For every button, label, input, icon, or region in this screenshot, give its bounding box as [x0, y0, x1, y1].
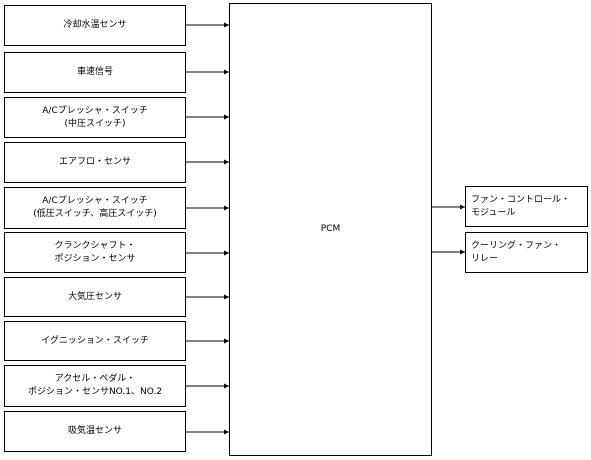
input-box-ac-pressure-switch-mid: A/Cプレッシャ・スイッチ (中圧スイッチ)	[4, 97, 186, 138]
pcm-box: PCM	[229, 3, 432, 456]
input-label: A/Cプレッシャ・スイッチ	[42, 196, 148, 206]
output-label: ファン・コントロール・	[471, 194, 571, 205]
input-box-crankshaft-position-sensor: クランクシャフト・ ポジション・センサ	[4, 232, 186, 273]
input-label-sub: (低圧スイッチ、高圧スイッチ)	[33, 209, 157, 219]
input-label: クランクシャフト・	[54, 240, 136, 251]
input-label-sub: ポジション・センサNO.1、NO.2	[27, 387, 163, 397]
output-label-sub: リレー	[471, 253, 499, 264]
input-label: イグニッション・スイッチ	[41, 335, 149, 346]
output-box-fan-control-module: ファン・コントロール・ モジュール	[465, 186, 588, 227]
input-label: 冷却水温センサ	[63, 20, 127, 30]
input-label-sub: (中圧スイッチ)	[64, 118, 126, 129]
input-label: 車速信号	[76, 67, 113, 77]
input-box-accelerator-pedal-position-sensor: アクセル・ペダル・ ポジション・センサNO.1、NO.2	[4, 365, 186, 407]
input-box-vehicle-speed-signal: 車速信号	[4, 52, 186, 93]
input-label: A/Cプレッシャ・スイッチ	[42, 105, 148, 116]
input-box-barometric-pressure-sensor: 大気圧センサ	[4, 277, 186, 317]
output-box-cooling-fan-relay: クーリング・ファン・ リレー	[465, 232, 588, 273]
input-box-intake-air-temp-sensor: 吸気温センサ	[4, 411, 186, 452]
input-box-ignition-switch: イグニッション・スイッチ	[4, 321, 186, 361]
input-label: 吸気温センサ	[67, 426, 122, 436]
pcm-label: PCM	[320, 224, 341, 234]
input-label: エアフロ・センサ	[58, 157, 131, 167]
input-box-airflow-sensor: エアフロ・センサ	[4, 142, 186, 183]
input-label: アクセル・ペダル・	[54, 374, 136, 384]
output-label-sub: モジュール	[471, 207, 516, 218]
input-label: 大気圧センサ	[67, 291, 122, 302]
input-box-ac-pressure-switch-low-high: A/Cプレッシャ・スイッチ (低圧スイッチ、高圧スイッチ)	[4, 187, 186, 229]
input-label-sub: ポジション・センサ	[54, 253, 136, 264]
input-box-coolant-temp-sensor: 冷却水温センサ	[4, 5, 186, 46]
output-label: クーリング・ファン・	[471, 240, 562, 251]
